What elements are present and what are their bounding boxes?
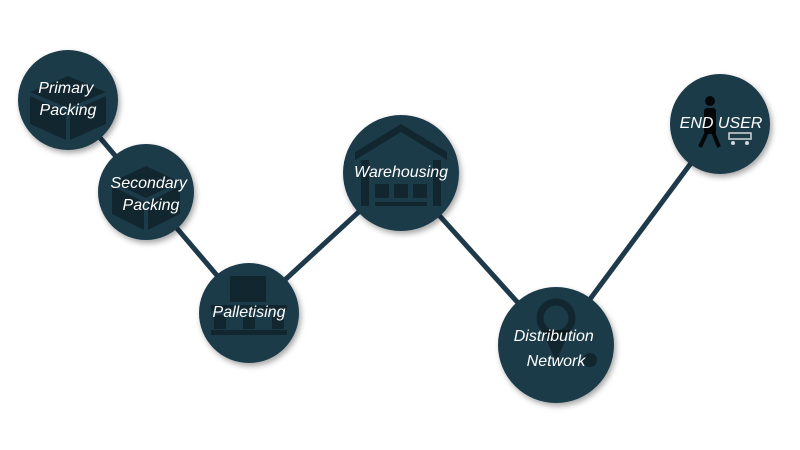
node-label: Distribution Network	[514, 328, 598, 370]
box-icon	[30, 76, 106, 140]
node-circle	[343, 115, 459, 231]
box-icon	[112, 166, 180, 230]
node-label-line: Warehousing	[354, 164, 448, 181]
node-circle	[18, 50, 118, 150]
warehouse-icon	[355, 124, 447, 206]
node-label: Primary Packing	[38, 80, 98, 119]
node-warehousing: Warehousing	[343, 115, 459, 231]
node-label-line: Distribution	[514, 328, 594, 345]
node-circle	[98, 144, 194, 240]
node-label-line: Primary	[38, 80, 94, 97]
node-label-line: Packing	[40, 102, 97, 119]
pallet-icon	[211, 276, 287, 335]
node-label: Secondary Packing	[111, 175, 192, 214]
node-primary-packing: Primary Packing	[18, 50, 118, 150]
node-end-user: END USER	[670, 74, 770, 174]
node-label-line: Palletising	[213, 304, 286, 321]
node-label-line: Network	[527, 353, 587, 370]
node-label-line: END USER	[680, 115, 763, 132]
location-pin-icon	[536, 298, 597, 367]
node-secondary-packing: Secondary Packing	[98, 144, 194, 240]
node-palletising: Palletising	[199, 263, 299, 363]
node-label: Warehousing	[354, 164, 448, 181]
node-label-line: Packing	[123, 197, 180, 214]
shopper-cart-icon	[698, 96, 752, 148]
node-circle	[498, 287, 614, 403]
node-label: Palletising	[213, 304, 286, 321]
node-distribution-network: Distribution Network	[498, 287, 614, 403]
node-label: END USER	[680, 115, 763, 132]
node-circle	[199, 263, 299, 363]
node-circle	[670, 74, 770, 174]
node-label-line: Secondary	[111, 175, 188, 192]
